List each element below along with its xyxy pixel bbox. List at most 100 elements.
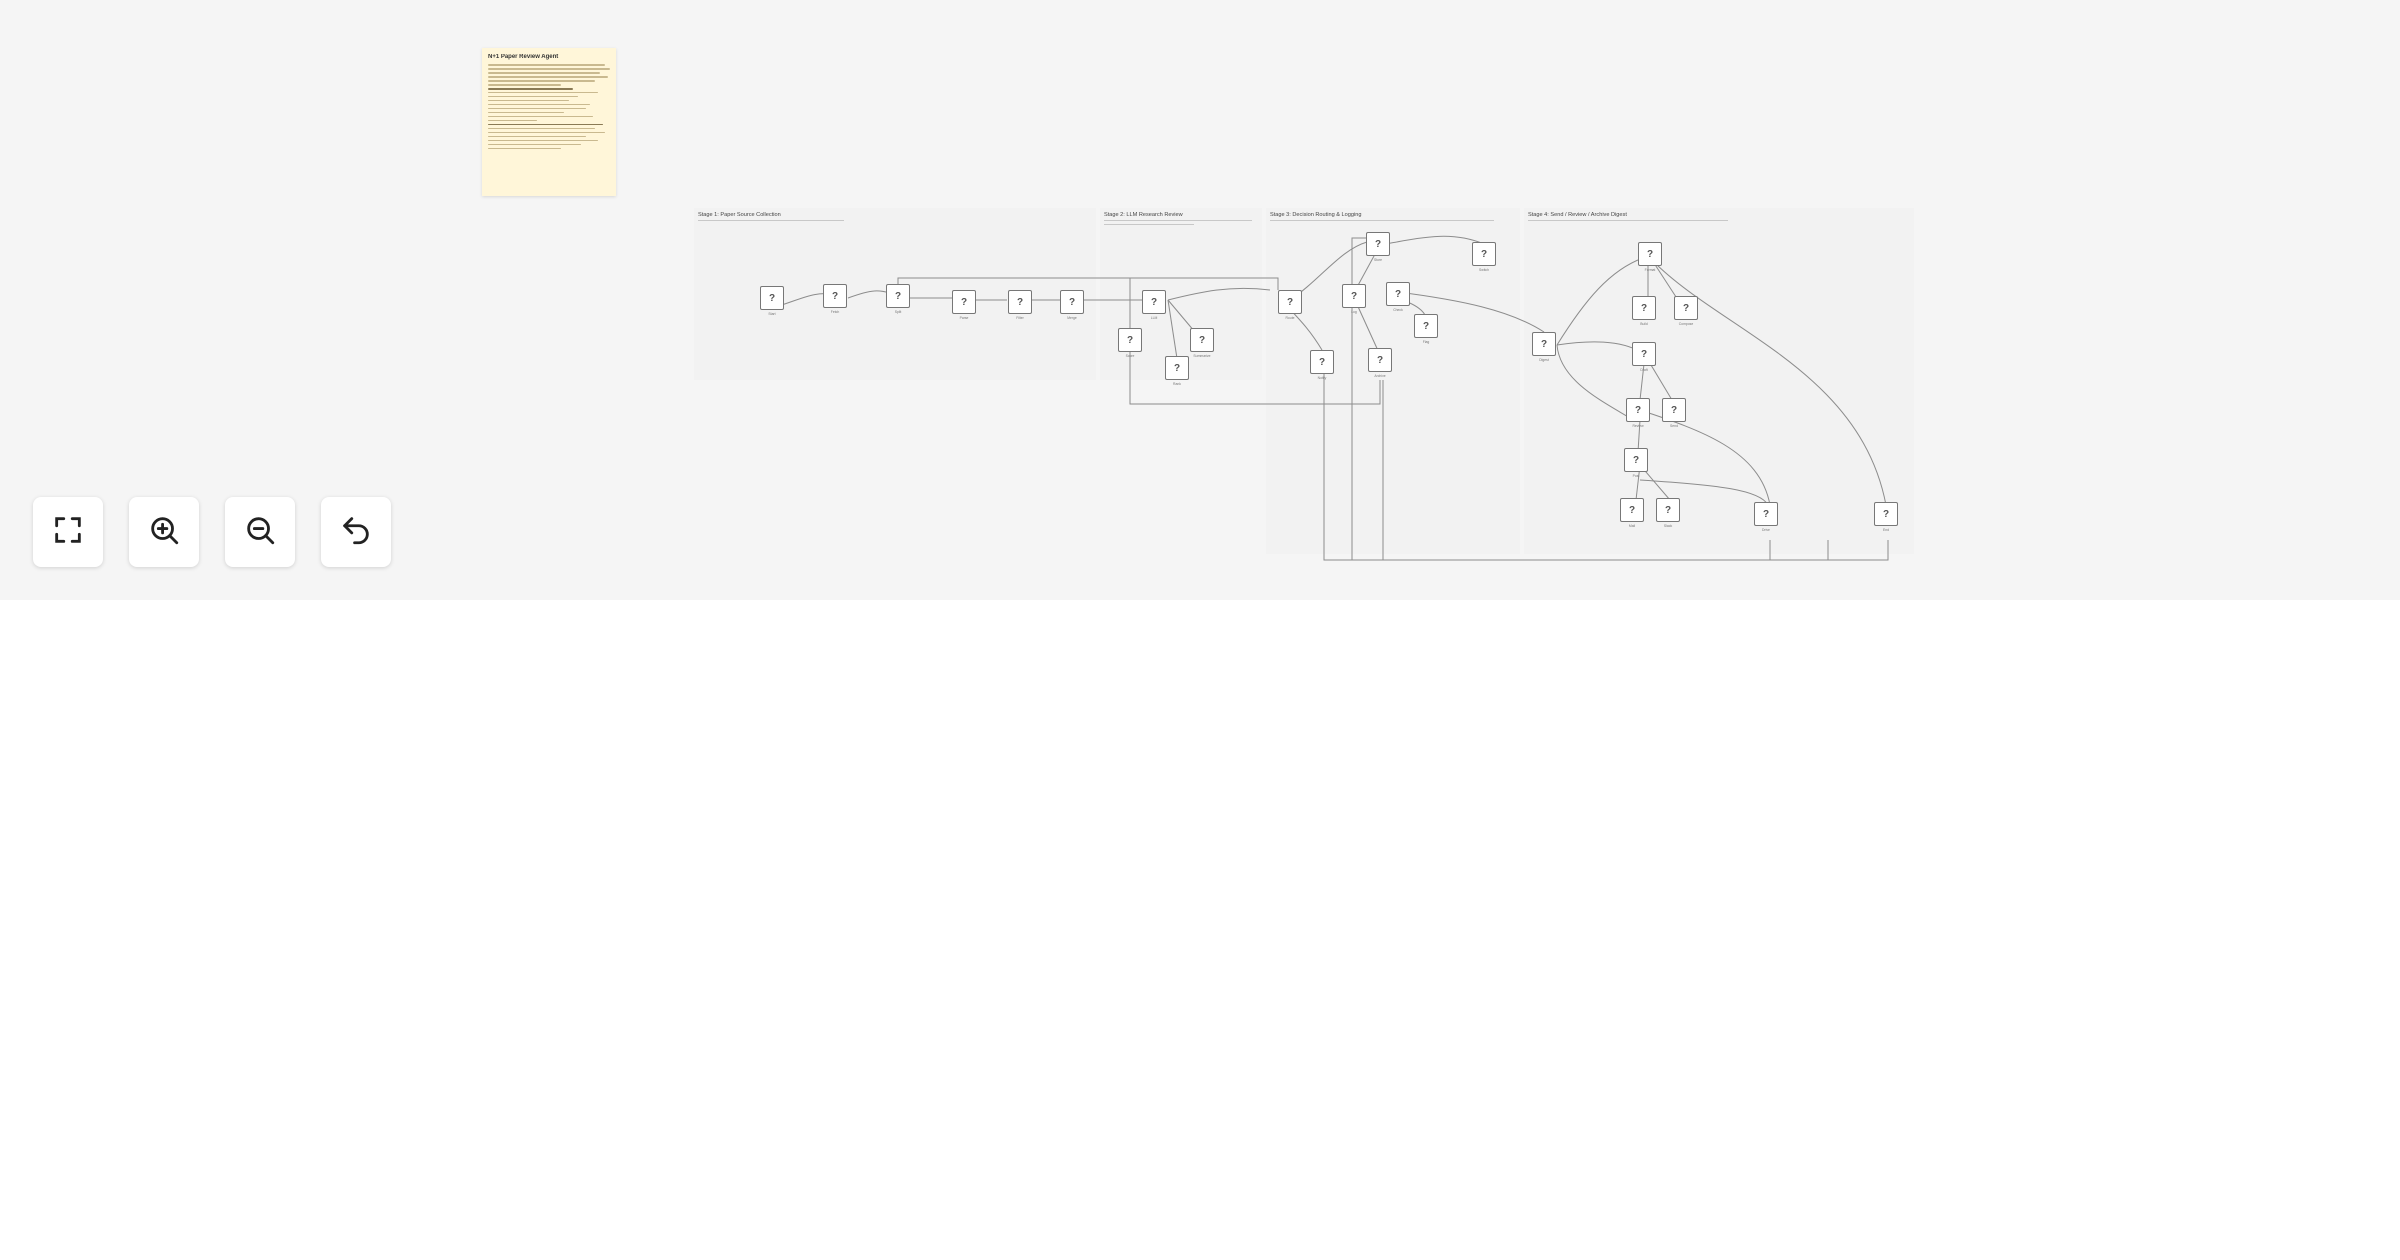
zoom-out-button[interactable] [225, 497, 295, 567]
workflow-node-n1[interactable]: ? [760, 286, 784, 310]
stage-3-title: Stage 3: Decision Routing & Logging [1270, 212, 1362, 218]
unknown-node-icon: ? [1664, 504, 1672, 516]
sticky-note-line [488, 147, 562, 150]
workflow-node-n18[interactable]: ? [1472, 242, 1496, 266]
unknown-node-icon: ? [1286, 296, 1294, 308]
sticky-note-line [488, 87, 574, 90]
workflow-node-n25[interactable]: ? [1662, 398, 1686, 422]
sticky-note-line [488, 115, 593, 118]
workflow-node-n10[interactable]: ? [1165, 356, 1189, 380]
workflow-node-label: End [1882, 528, 1890, 532]
workflow-node-label: Summarize [1193, 354, 1211, 358]
stage-4-group[interactable]: Stage 4: Send / Review / Archive Digest [1524, 208, 1914, 554]
unknown-node-icon: ? [1646, 248, 1654, 260]
unknown-node-icon: ? [1540, 338, 1548, 350]
sticky-note-line [488, 131, 606, 134]
workflow-node-n7[interactable]: ? [1142, 290, 1166, 314]
unknown-node-icon: ? [1634, 404, 1642, 416]
sticky-note-line [488, 143, 581, 146]
workflow-node-n21[interactable]: ? [1632, 296, 1656, 320]
workflow-node-n3[interactable]: ? [886, 284, 910, 308]
unknown-node-icon: ? [1016, 296, 1024, 308]
workflow-canvas[interactable]: N+1 Paper Review Agent Stage 1: Paper So… [0, 0, 2400, 600]
stage-3-description [1270, 220, 1494, 222]
zoom-in-button[interactable] [129, 497, 199, 567]
workflow-node-n22[interactable]: ? [1674, 296, 1698, 320]
workflow-node-label: Merge [1067, 316, 1077, 320]
stage-4-description [1528, 220, 1728, 222]
sticky-note[interactable]: N+1 Paper Review Agent [482, 48, 616, 196]
workflow-node-n12[interactable]: ? [1342, 284, 1366, 308]
unknown-node-icon: ? [1394, 288, 1402, 300]
workflow-node-label: Filter [1016, 316, 1024, 320]
unknown-node-icon: ? [1422, 320, 1430, 332]
workflow-node-label: Mail [1628, 524, 1636, 528]
unknown-node-icon: ? [1150, 296, 1158, 308]
unknown-node-icon: ? [1350, 290, 1358, 302]
sticky-note-line [488, 135, 586, 138]
workflow-node-label: Log [1351, 310, 1357, 314]
unknown-node-icon: ? [1376, 354, 1384, 366]
sticky-note-line [488, 99, 569, 102]
unknown-node-icon: ? [1198, 334, 1206, 346]
workflow-node-n27[interactable]: ? [1620, 498, 1644, 522]
workflow-node-n16[interactable]: ? [1310, 350, 1334, 374]
unknown-node-icon: ? [1632, 454, 1640, 466]
sticky-note-line [488, 64, 606, 66]
workflow-node-n8[interactable]: ? [1118, 328, 1142, 352]
unknown-node-icon: ? [1640, 348, 1648, 360]
workflow-node-n28[interactable]: ? [1656, 498, 1680, 522]
workflow-node-label: Compose [1678, 322, 1694, 326]
workflow-node-label: Slack [1663, 524, 1673, 528]
workflow-node-n15[interactable]: ? [1414, 314, 1438, 338]
workflow-node-n4[interactable]: ? [952, 290, 976, 314]
unknown-node-icon: ? [1374, 238, 1382, 250]
workflow-node-n13[interactable]: ? [1366, 232, 1390, 256]
workflow-node-n2[interactable]: ? [823, 284, 847, 308]
workflow-node-n17[interactable]: ? [1368, 348, 1392, 372]
workflow-node-label: Parse [959, 316, 969, 320]
workflow-node-label: Notify [1317, 376, 1327, 380]
workflow-node-n29[interactable]: ? [1754, 502, 1778, 526]
unknown-node-icon: ? [1126, 334, 1134, 346]
undo-button[interactable] [321, 497, 391, 567]
unknown-node-icon: ? [1882, 508, 1890, 520]
workflow-node-label: Build [1640, 322, 1648, 326]
workflow-node-n20[interactable]: ? [1638, 242, 1662, 266]
workflow-node-label: Post [1632, 474, 1640, 478]
sticky-note-line [488, 95, 579, 98]
workflow-node-n26[interactable]: ? [1624, 448, 1648, 472]
sticky-note-line [488, 83, 562, 86]
workflow-node-n23[interactable]: ? [1632, 342, 1656, 366]
workflow-node-label: Digest [1539, 358, 1549, 362]
fit-view-button[interactable] [33, 497, 103, 567]
sticky-note-line [488, 139, 598, 142]
workflow-node-n19[interactable]: ? [1532, 332, 1556, 356]
sticky-note-line [488, 79, 596, 82]
unknown-node-icon: ? [1318, 356, 1326, 368]
workflow-node-n14[interactable]: ? [1386, 282, 1410, 306]
workflow-node-n11[interactable]: ? [1278, 290, 1302, 314]
stage-1-title: Stage 1: Paper Source Collection [698, 212, 781, 218]
stage-1-description [698, 220, 844, 222]
unknown-node-icon: ? [1682, 302, 1690, 314]
sticky-note-line [488, 91, 598, 94]
workflow-node-label: Review [1632, 424, 1644, 428]
unknown-node-icon: ? [1762, 508, 1770, 520]
sticky-note-title: N+1 Paper Review Agent [488, 54, 559, 60]
workflow-node-n9[interactable]: ? [1190, 328, 1214, 352]
workflow-node-n5[interactable]: ? [1008, 290, 1032, 314]
sticky-note-line [488, 123, 603, 126]
workflow-node-n24[interactable]: ? [1626, 398, 1650, 422]
workflow-node-label: Start [768, 312, 776, 316]
workflow-node-label: Score [1125, 354, 1135, 358]
workflow-node-n30[interactable]: ? [1874, 502, 1898, 526]
sticky-note-line [488, 71, 601, 74]
stage-2-description [1104, 220, 1252, 222]
workflow-node-label: Archive [1374, 374, 1386, 378]
unknown-node-icon: ? [768, 292, 776, 304]
unknown-node-icon: ? [894, 290, 902, 302]
workflow-node-n6[interactable]: ? [1060, 290, 1084, 314]
canvas-controls [33, 497, 391, 567]
workflow-node-label: Switch [1479, 268, 1489, 272]
